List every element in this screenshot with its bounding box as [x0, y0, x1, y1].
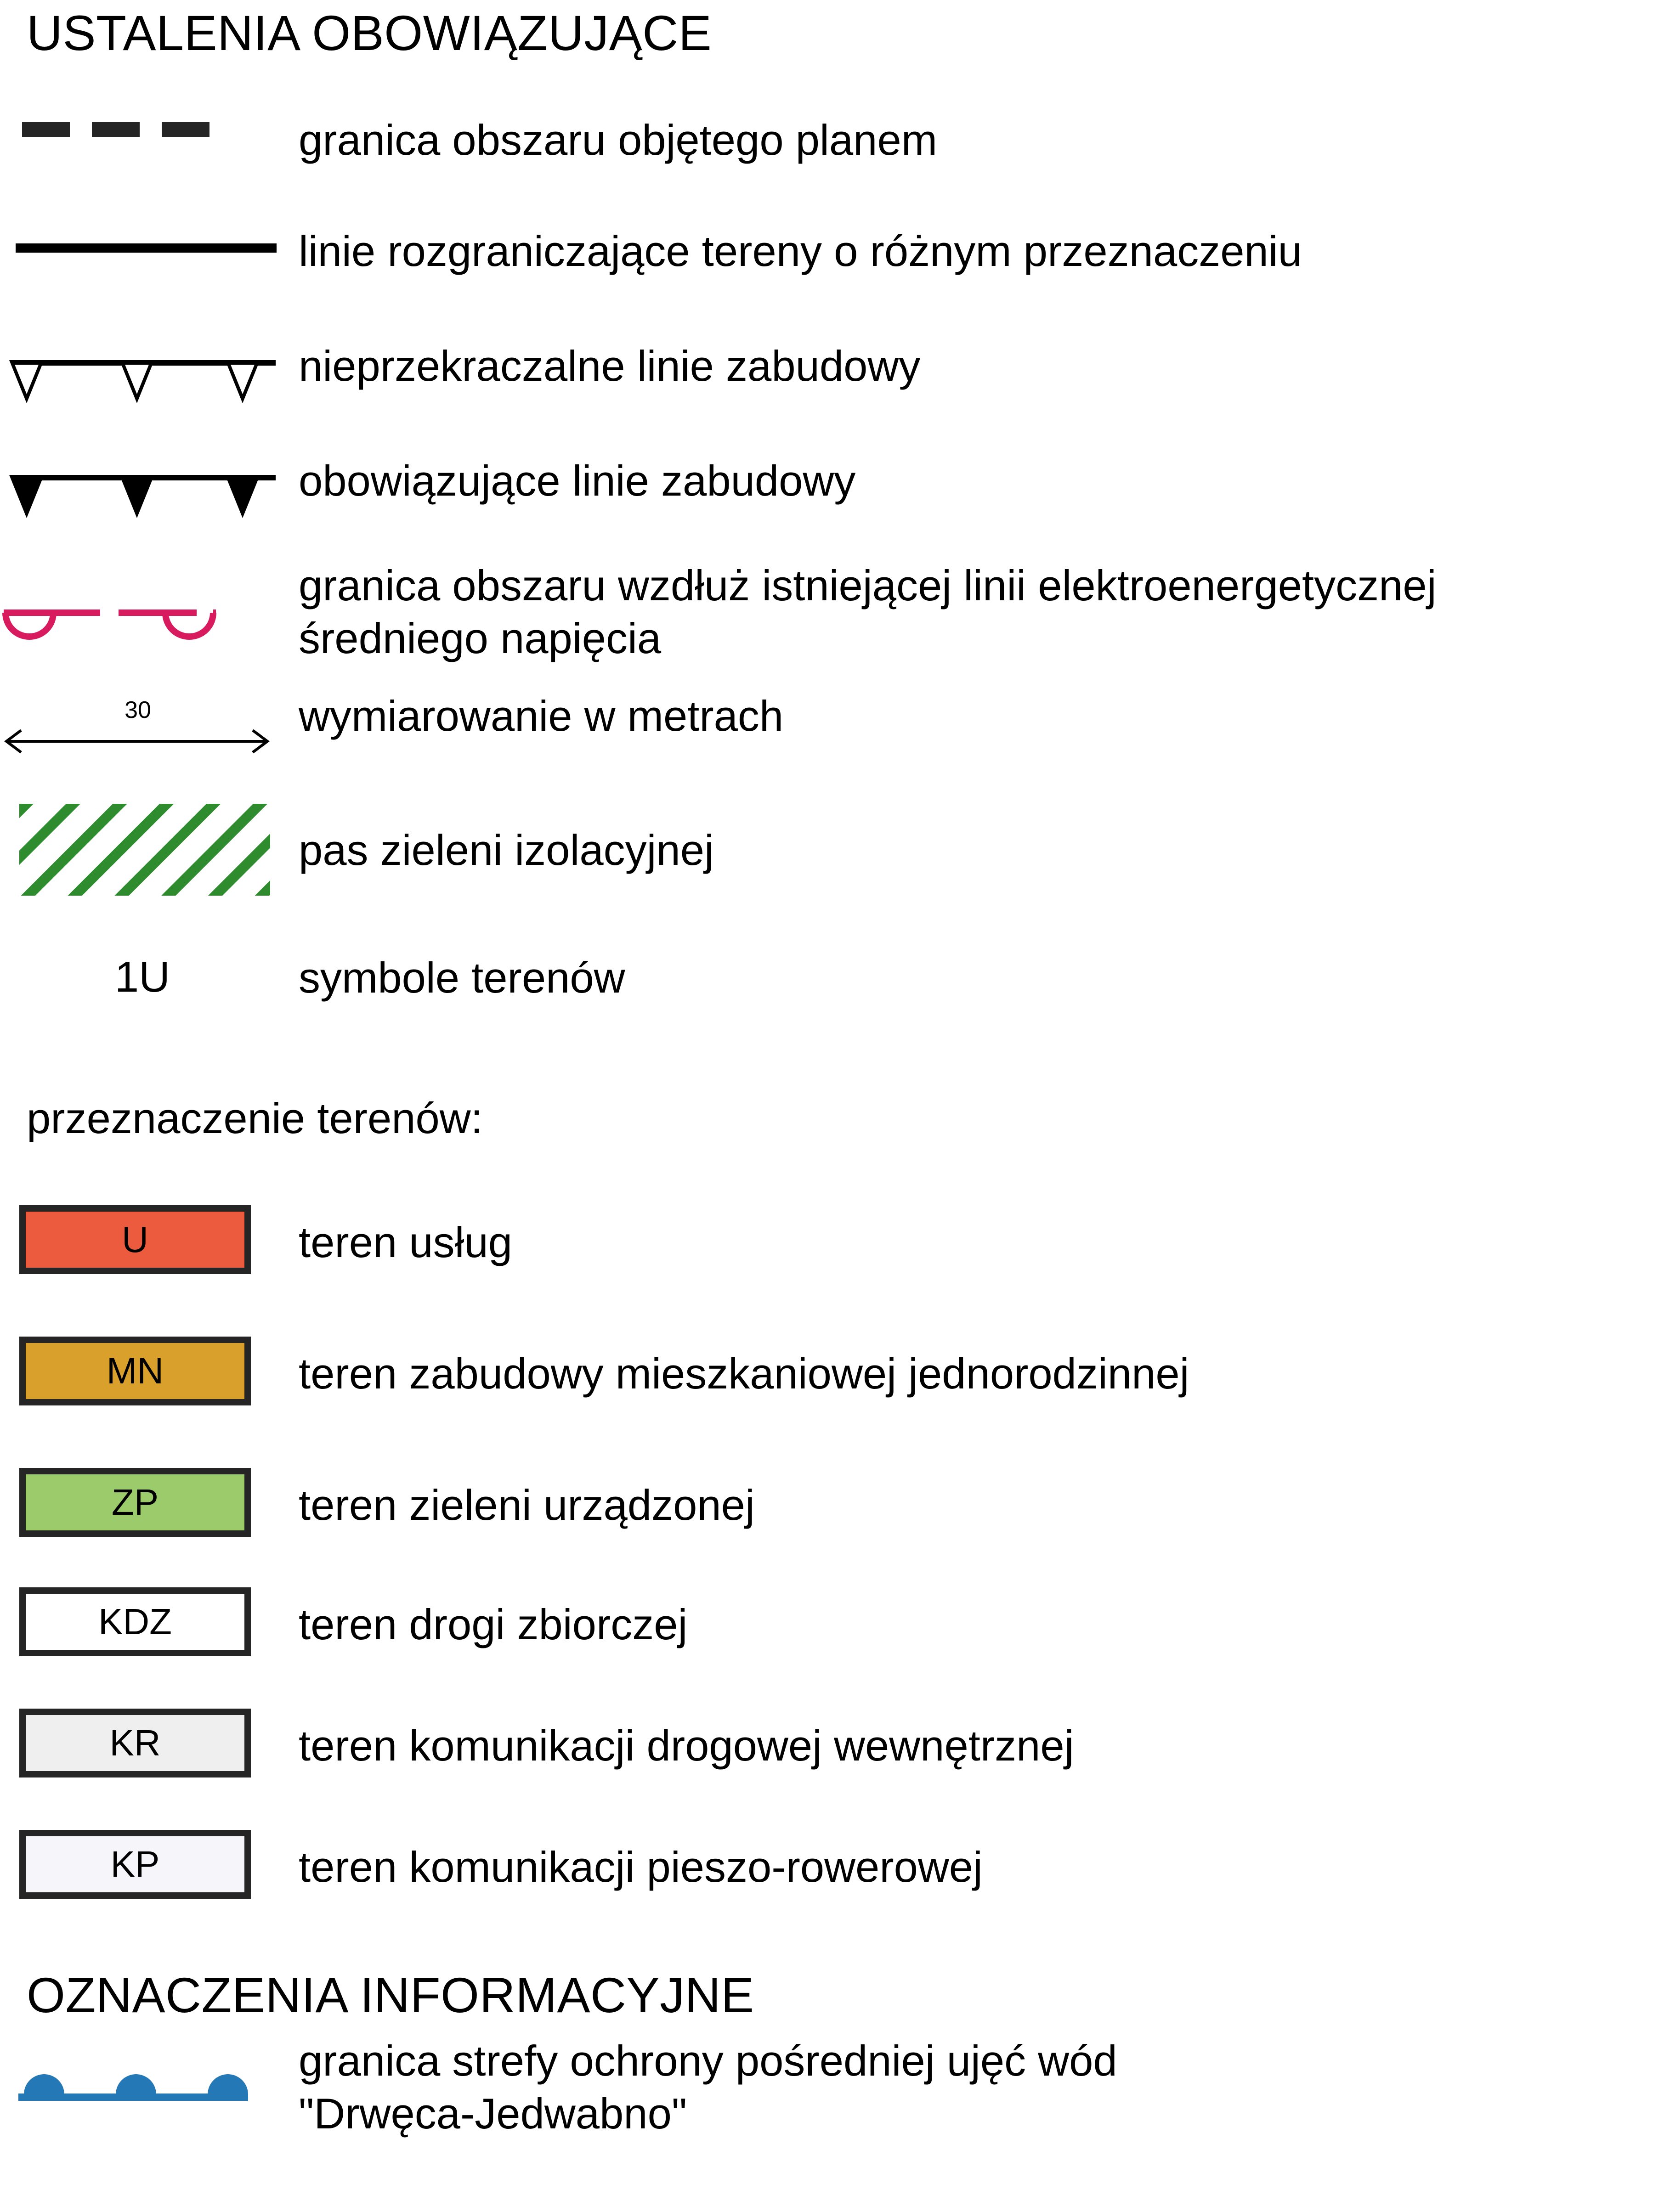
water-protection-zone-icon	[18, 2074, 248, 2101]
legend-row-separation: linie rozgraniczające tereny o różnym pr…	[0, 225, 1653, 308]
legend-row-powerline: granica obszaru wzdłuż istniejącej linii…	[0, 559, 1653, 688]
zone-code-mn: MN	[106, 1350, 164, 1391]
legend-label-water-zone: granica strefy ochrony pośredniej ujęć w…	[299, 2037, 1117, 2138]
zone-swatch-zp: ZP	[19, 1468, 251, 1537]
legend-label-boundary: granica obszaru objętego planem	[299, 116, 938, 164]
dashed-boundary-line-icon	[22, 122, 209, 137]
legend-row-zone-kr: KR teren komunikacji drogowej wewnętrzne…	[0, 1709, 1653, 1791]
zone-code-zp: ZP	[111, 1482, 159, 1523]
legend-row-zone-zp: ZP teren zieleni urządzonej	[0, 1468, 1653, 1551]
legend-row-water-zone: granica strefy ochrony pośredniej ujęć w…	[0, 2035, 1653, 2163]
legend-row-zone-u: U teren usług	[0, 1205, 1653, 1288]
zone-code-u: U	[122, 1219, 148, 1260]
zone-swatch-kdz: KDZ	[19, 1587, 251, 1656]
legend-row-zone-kp: KP teren komunikacji pieszo-rowerowej	[0, 1830, 1653, 1913]
legend-label-separation: linie rozgraniczające tereny o różnym pr…	[299, 227, 1302, 275]
dimension-value-label: 30	[125, 697, 151, 723]
zone-swatch-mn: MN	[19, 1337, 251, 1405]
legend-row-zone-kdz: KDZ teren drogi zbiorczej	[0, 1587, 1653, 1670]
green-hatch-icon	[19, 804, 270, 896]
legend-row-green-belt: pas zieleni izolacyjnej	[0, 795, 1653, 905]
open-triangle-line-icon	[9, 360, 276, 403]
zone-swatch-u: U	[19, 1205, 251, 1274]
zone-code-kdz: KDZ	[98, 1601, 172, 1642]
legend-row-boundary: granica obszaru objętego planem	[0, 114, 1653, 197]
legend-row-dimension: 30 wymiarowanie w metrach	[0, 684, 1653, 767]
zone-swatch-kp: KP	[19, 1830, 251, 1899]
zone-swatch-kr: KR	[19, 1709, 251, 1778]
legend-label-zone-mn: teren zabudowy mieszkaniowej jednorodzin…	[299, 1349, 1189, 1398]
section-title-mandatory: USTALENIA OBOWIĄZUJĄCE	[27, 5, 712, 61]
section-title-informational: OZNACZENIA INFORMACYJNE	[27, 1967, 754, 2023]
legend-label-zone-kdz: teren drogi zbiorczej	[299, 1600, 688, 1648]
legend-label-zone-u: teren usług	[299, 1218, 513, 1266]
solid-separation-line-icon	[16, 243, 277, 253]
legend-label-zone-zp: teren zieleni urządzonej	[299, 1481, 755, 1529]
dimension-arrow-icon	[4, 729, 270, 754]
legend-row-zone-mn: MN teren zabudowy mieszkaniowej jednorod…	[0, 1337, 1653, 1419]
legend-label-dimension: wymiarowanie w metrach	[299, 692, 784, 740]
legend-label-powerline: granica obszaru wzdłuż istniejącej linii…	[299, 561, 1437, 662]
legend-row-nonexceed: nieprzekraczalne linie zabudowy	[0, 340, 1653, 423]
zone-code-kr: KR	[109, 1722, 161, 1763]
land-use-intro: przeznaczenie terenów:	[27, 1094, 483, 1142]
legend-label-zone-kr: teren komunikacji drogowej wewnętrznej	[299, 1721, 1074, 1770]
legend-label-mandatory-line: obowiązujące linie zabudowy	[299, 457, 856, 505]
legend-row-mandatory-line: obowiązujące linie zabudowy	[0, 455, 1653, 537]
legend-label-nonexceed: nieprzekraczalne linie zabudowy	[299, 342, 921, 390]
terrain-symbol-icon: 1U	[114, 953, 170, 1001]
legend-label-zone-kp: teren komunikacji pieszo-rowerowej	[299, 1843, 983, 1891]
zone-code-kp: KP	[110, 1844, 160, 1885]
power-line-boundary-icon	[2, 609, 216, 640]
legend-row-terrain-symbol: 1U symbole terenów	[0, 946, 1653, 1029]
legend-label-green-belt: pas zieleni izolacyjnej	[299, 826, 714, 874]
filled-triangle-line-icon	[9, 475, 276, 518]
legend-label-terrain-symbol: symbole terenów	[299, 954, 625, 1002]
